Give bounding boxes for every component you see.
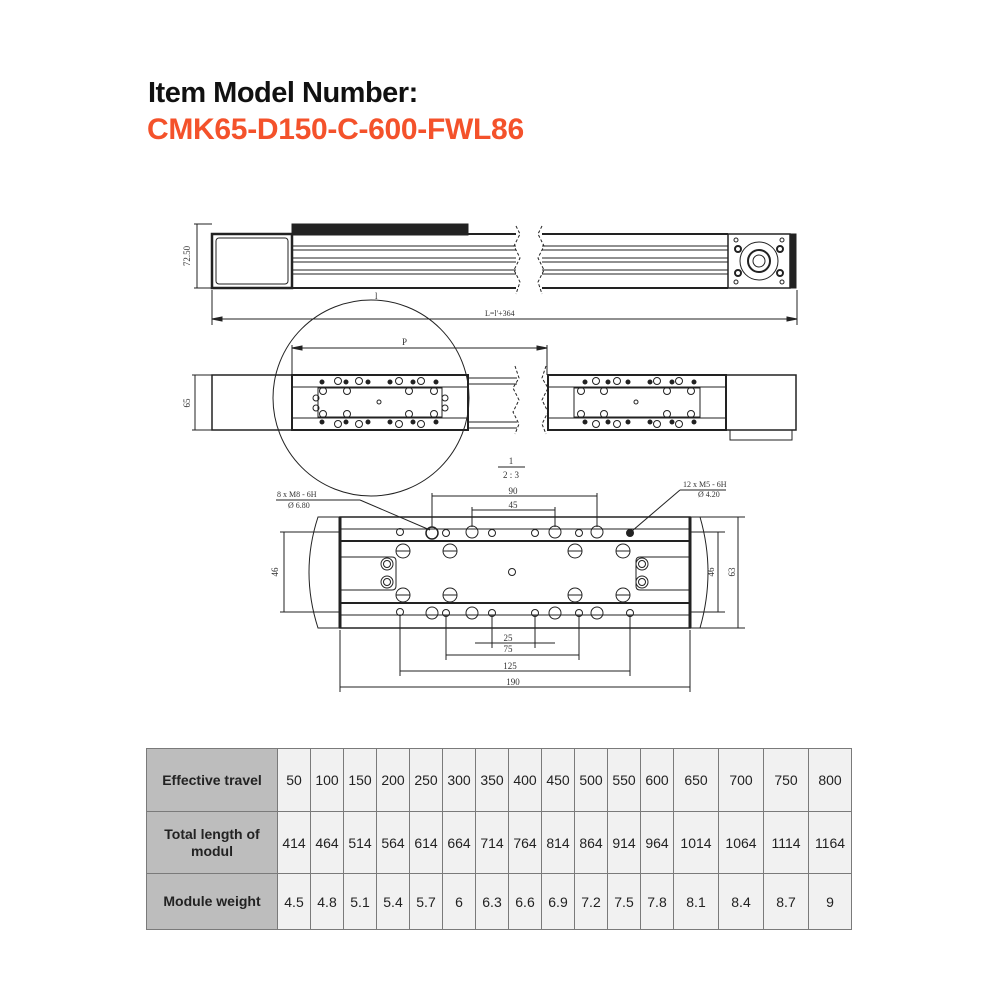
table-cell: 864	[574, 811, 608, 874]
table-cell: 150	[343, 748, 377, 812]
table-cell: 614	[409, 811, 443, 874]
table-cell: 514	[343, 811, 377, 874]
detail-view	[276, 489, 745, 692]
table-cell: 6.3	[475, 873, 509, 930]
table-cell: 550	[607, 748, 641, 812]
left-callout-diameter: Ø 6.80	[288, 501, 310, 510]
table-cell: 814	[541, 811, 575, 874]
table-row-total-length: Total length of modul 414 464 514 564 61…	[146, 811, 852, 874]
table-cell: 4.5	[277, 873, 311, 930]
table-cell: 50	[277, 748, 311, 812]
table-cell: 600	[640, 748, 674, 812]
table-cell: 400	[508, 748, 542, 812]
table-cell: 764	[508, 811, 542, 874]
table-cell: 5.1	[343, 873, 377, 930]
table-cell: 6.9	[541, 873, 575, 930]
dim-left-46: 46	[270, 567, 280, 577]
top-view	[192, 299, 797, 497]
table-cell: 6	[442, 873, 476, 930]
row-header: Total length of modul	[146, 811, 278, 874]
table-cell: 9	[808, 873, 852, 930]
table-cell: 714	[475, 811, 509, 874]
detail-ref-bottom: 2 : 3	[503, 470, 520, 480]
table-cell: 5.7	[409, 873, 443, 930]
table-cell: 914	[607, 811, 641, 874]
right-callout-thread: 12 x M5 - 6H	[683, 480, 727, 489]
dim-25: 25	[504, 633, 514, 643]
table-cell: 8.4	[718, 873, 764, 930]
dim-width-label: 65	[182, 398, 192, 408]
dim-90: 90	[509, 486, 519, 496]
dim-right-46: 46	[706, 567, 716, 577]
detail-ref-top: 1	[509, 456, 514, 466]
table-cell: 664	[442, 811, 476, 874]
table-cell: 7.8	[640, 873, 674, 930]
dim-right-63: 63	[727, 567, 737, 577]
table-cell: 1064	[718, 811, 764, 874]
dim-p-label: P	[402, 337, 407, 347]
dim-l-label: l	[375, 291, 378, 301]
table-cell: 700	[718, 748, 764, 812]
table-cell: 7.5	[607, 873, 641, 930]
dim-125: 125	[503, 661, 517, 671]
model-number: CMK65-D150-C-600-FWL86	[147, 113, 524, 146]
table-cell: 200	[376, 748, 410, 812]
table-row-module-weight: Module weight 4.5 4.8 5.1 5.4 5.7 6 6.3 …	[146, 873, 852, 930]
dim-190: 190	[506, 677, 520, 687]
row-header: Module weight	[146, 873, 278, 930]
technical-drawing: 72.50 l L=l'+364 65 P 1 2 : 3 8 x M8 - 6…	[182, 223, 798, 692]
spec-table: Effective travel 50 100 150 200 250 300 …	[146, 748, 852, 930]
dim-75: 75	[504, 644, 514, 654]
table-cell: 414	[277, 811, 311, 874]
table-cell: 4.8	[310, 873, 344, 930]
table-cell: 8.7	[763, 873, 809, 930]
right-callout-diameter: Ø 4.20	[698, 490, 720, 499]
row-header: Effective travel	[146, 748, 278, 812]
table-cell: 500	[574, 748, 608, 812]
dim-45: 45	[509, 500, 519, 510]
table-cell: 8.1	[673, 873, 719, 930]
table-cell: 450	[541, 748, 575, 812]
table-cell: 564	[376, 811, 410, 874]
table-cell: 100	[310, 748, 344, 812]
table-cell: 1014	[673, 811, 719, 874]
dim-height-label: 72.50	[182, 245, 192, 266]
table-cell: 800	[808, 748, 852, 812]
table-cell: 7.2	[574, 873, 608, 930]
dim-total-length-label: L=l'+364	[485, 309, 515, 318]
table-row-effective-travel: Effective travel 50 100 150 200 250 300 …	[146, 748, 852, 812]
table-cell: 750	[763, 748, 809, 812]
left-callout-thread: 8 x M8 - 6H	[277, 490, 317, 499]
side-view	[194, 223, 798, 325]
table-cell: 964	[640, 811, 674, 874]
table-cell: 300	[442, 748, 476, 812]
table-cell: 5.4	[376, 873, 410, 930]
table-cell: 1114	[763, 811, 809, 874]
table-cell: 350	[475, 748, 509, 812]
table-cell: 650	[673, 748, 719, 812]
table-cell: 464	[310, 811, 344, 874]
table-cell: 6.6	[508, 873, 542, 930]
table-cell: 1164	[808, 811, 852, 874]
page-title: Item Model Number:	[148, 77, 418, 109]
table-cell: 250	[409, 748, 443, 812]
